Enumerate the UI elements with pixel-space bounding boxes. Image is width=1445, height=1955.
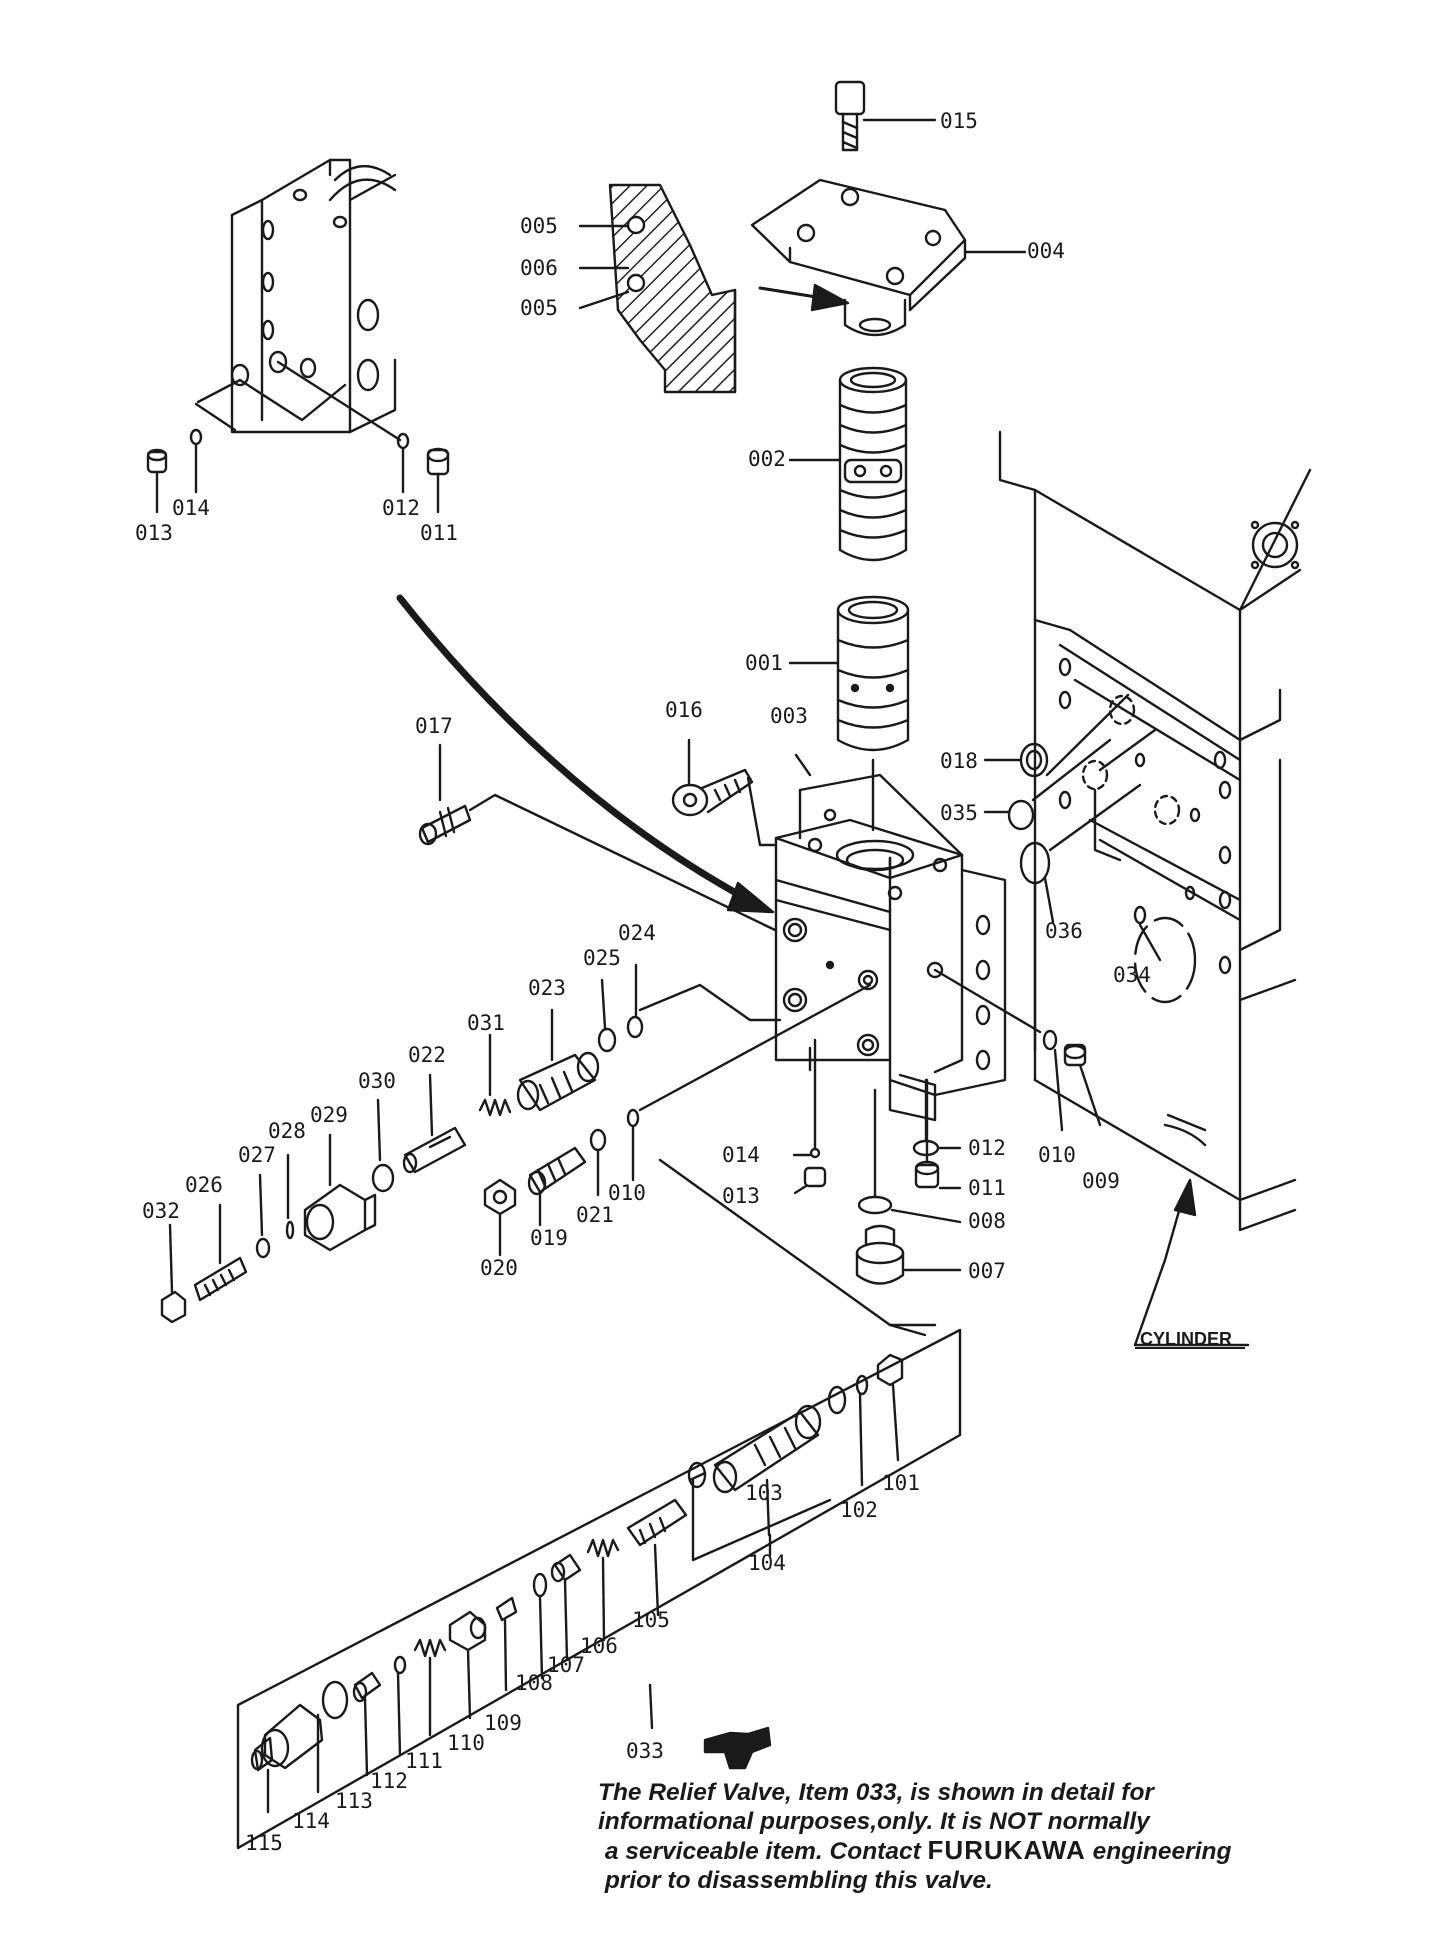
callout-017: 017 bbox=[415, 714, 453, 738]
callout-035: 035 bbox=[940, 801, 978, 825]
callout-014a: 014 bbox=[172, 496, 210, 520]
callout-105: 105 bbox=[632, 1608, 670, 1632]
pointing-hand-icon bbox=[703, 1726, 772, 1770]
left-component-chain bbox=[160, 963, 872, 1324]
callout-012b: 012 bbox=[968, 1136, 1006, 1160]
note-line-4: prior to disassembling this valve. bbox=[598, 1866, 1358, 1895]
callout-023: 023 bbox=[528, 976, 566, 1000]
callout-007: 007 bbox=[968, 1259, 1006, 1283]
callout-labels: 015 004 005 006 005 002 001 003 016 017 018 035 036 0… bbox=[135, 109, 1151, 1855]
callout-018: 018 bbox=[940, 749, 978, 773]
callout-014b: 014 bbox=[722, 1143, 760, 1167]
callout-002: 002 bbox=[748, 447, 786, 471]
callout-010b: 010 bbox=[1038, 1143, 1076, 1167]
callout-111: 111 bbox=[405, 1749, 443, 1773]
note-line-3-pre: a serviceable item. Contact bbox=[604, 1838, 928, 1865]
callout-022: 022 bbox=[408, 1043, 446, 1067]
callout-008: 008 bbox=[968, 1209, 1006, 1233]
callout-011a: 011 bbox=[420, 521, 458, 545]
callout-013a: 013 bbox=[135, 521, 173, 545]
callout-101: 101 bbox=[882, 1471, 920, 1495]
callout-109: 109 bbox=[484, 1711, 522, 1735]
callout-005a: 005 bbox=[520, 214, 558, 238]
callout-019: 019 bbox=[530, 1226, 568, 1250]
callout-025: 025 bbox=[583, 946, 621, 970]
callout-033: 033 bbox=[626, 1739, 664, 1763]
callout-110: 110 bbox=[447, 1731, 485, 1755]
callout-013b: 013 bbox=[722, 1184, 760, 1208]
callout-005b: 005 bbox=[520, 296, 558, 320]
callout-106: 106 bbox=[580, 1634, 618, 1658]
callout-102: 102 bbox=[840, 1498, 878, 1522]
callout-026: 026 bbox=[185, 1173, 223, 1197]
valve-body-003 bbox=[396, 594, 1142, 1285]
callout-115: 115 bbox=[245, 1831, 283, 1855]
callout-030: 030 bbox=[358, 1069, 396, 1093]
callout-112: 112 bbox=[370, 1769, 408, 1793]
callout-108: 108 bbox=[515, 1671, 553, 1695]
note-line-2: informational purposes,only. It is NOT n… bbox=[598, 1808, 1150, 1835]
callout-006: 006 bbox=[520, 256, 558, 280]
callout-004: 004 bbox=[1027, 239, 1065, 263]
relief-valve-033-detail bbox=[236, 1158, 962, 1850]
relief-valve-note: The Relief Valve, Item 033, is shown in … bbox=[598, 1778, 1358, 1895]
callout-021: 021 bbox=[576, 1203, 614, 1227]
callout-028: 028 bbox=[268, 1119, 306, 1143]
callout-107: 107 bbox=[547, 1653, 585, 1677]
callout-031: 031 bbox=[467, 1011, 505, 1035]
callout-009: 009 bbox=[1082, 1169, 1120, 1193]
callout-010a: 010 bbox=[608, 1181, 646, 1205]
callout-034: 034 bbox=[1113, 963, 1151, 987]
callout-032: 032 bbox=[142, 1199, 180, 1223]
callout-027: 027 bbox=[238, 1143, 276, 1167]
note-line-3-post: engineering bbox=[1085, 1838, 1232, 1865]
furukawa-brand: FURUKAWA bbox=[927, 1835, 1086, 1865]
callout-001: 001 bbox=[745, 651, 783, 675]
note-line-1: The Relief Valve, Item 033, is shown in … bbox=[598, 1779, 1154, 1806]
callout-003: 003 bbox=[770, 704, 808, 728]
note-line-3: a serviceable item. Contact FURUKAWA eng… bbox=[598, 1836, 1358, 1866]
callout-104: 104 bbox=[748, 1551, 786, 1575]
upper-valve-block-detail bbox=[146, 158, 450, 514]
callout-113: 113 bbox=[335, 1789, 373, 1813]
callout-024: 024 bbox=[618, 921, 656, 945]
callout-114: 114 bbox=[292, 1809, 330, 1833]
callout-020: 020 bbox=[480, 1256, 518, 1280]
callout-036: 036 bbox=[1045, 919, 1083, 943]
cylinder-label: CYLINDER bbox=[1140, 1329, 1232, 1349]
callout-011b: 011 bbox=[968, 1176, 1006, 1200]
cylinder-housing bbox=[998, 430, 1312, 1347]
callout-029: 029 bbox=[310, 1103, 348, 1127]
callout-012a: 012 bbox=[382, 496, 420, 520]
callout-015: 015 bbox=[940, 109, 978, 133]
cap-and-sleeves bbox=[578, 80, 1027, 832]
note-line-4-text: prior to disassembling this valve. bbox=[604, 1867, 993, 1894]
callout-016: 016 bbox=[665, 698, 703, 722]
callout-103: 103 bbox=[745, 1481, 783, 1505]
